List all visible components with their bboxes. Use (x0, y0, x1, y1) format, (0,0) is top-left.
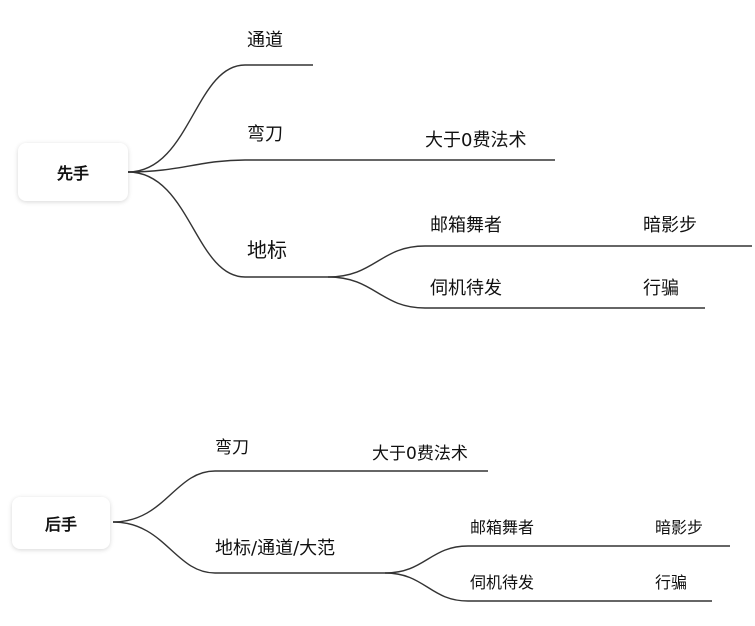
leaf-label-dayu0fei-2: 大于0费法术 (372, 444, 468, 464)
sub-label-siji-2: 伺机待发 (470, 573, 535, 592)
branch-label-wandao: 弯刀 (247, 124, 283, 145)
sub-label-youxiang-2: 邮箱舞者 (470, 518, 535, 537)
leaf-label-xingpian: 行骗 (643, 278, 679, 299)
branch-label-tongdao: 通道 (247, 30, 283, 51)
edge-dibiao2-to-youxiang (384, 545, 730, 574)
root-label: 先手 (56, 164, 89, 183)
edge-dibiao-to-youxiang (327, 245, 752, 278)
root-node-xianshou[interactable]: 先手 (18, 143, 128, 201)
edge-dibiao2-to-siji (384, 572, 712, 602)
edge-root2-to-dibiao (112, 521, 385, 574)
edge-root-to-tongdao (127, 64, 313, 173)
branch-label-dibiao-tongdao-dafan: 地标/通道/大范 (215, 538, 336, 559)
root-label: 后手 (44, 515, 77, 534)
branch-label-wandao-2: 弯刀 (215, 438, 249, 458)
edge-dibiao-to-siji (327, 276, 705, 309)
branch-label-dibiao: 地标 (247, 238, 287, 262)
edge-root-to-wandao (127, 159, 555, 173)
edge-root-to-dibiao (127, 171, 328, 278)
sub-label-youxiang: 邮箱舞者 (430, 215, 502, 236)
leaf-label-dayu0fei: 大于0费法术 (425, 130, 527, 151)
edge-root2-to-wandao (112, 470, 488, 523)
root-node-houshou[interactable]: 后手 (12, 497, 110, 549)
leaf-label-xingpian-2: 行骗 (655, 573, 688, 592)
leaf-label-anyingbu-2: 暗影步 (655, 518, 704, 537)
leaf-label-anyingbu: 暗影步 (643, 215, 697, 236)
sub-label-siji: 伺机待发 (430, 278, 502, 299)
